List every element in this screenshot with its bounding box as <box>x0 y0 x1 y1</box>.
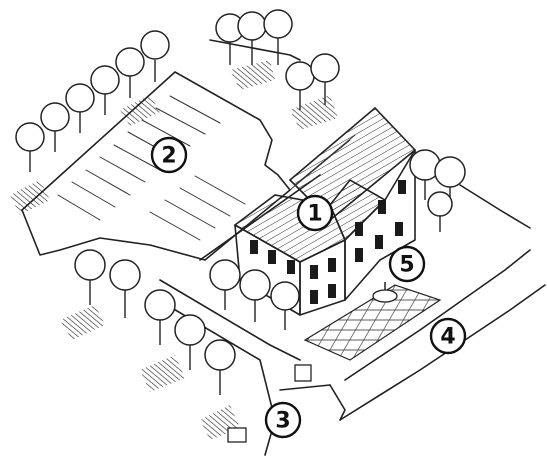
tree <box>74 249 106 305</box>
tree <box>239 269 271 322</box>
tree <box>174 314 206 370</box>
tree <box>109 259 141 318</box>
tree <box>115 47 145 98</box>
building <box>233 106 417 316</box>
tree <box>209 259 241 310</box>
site-structures <box>227 364 312 443</box>
tree <box>65 83 95 133</box>
tree <box>40 102 70 152</box>
tree <box>140 30 170 82</box>
callout-5: 5 <box>388 245 426 283</box>
tree <box>237 11 267 65</box>
courtyard <box>303 282 442 361</box>
road-network <box>149 39 546 456</box>
callout-1-label: 1 <box>307 202 322 227</box>
callout-5-label: 5 <box>399 253 414 278</box>
callout-2: 2 <box>150 136 188 174</box>
tree <box>427 191 453 232</box>
tree-shadows <box>10 60 338 440</box>
callout-4: 4 <box>429 317 467 355</box>
tree <box>215 13 245 65</box>
tree <box>144 289 176 345</box>
tree <box>263 9 293 65</box>
tree <box>15 122 45 172</box>
tree-group <box>15 9 466 395</box>
callout-3: 3 <box>264 401 302 439</box>
tree <box>90 65 120 115</box>
callout-3-label: 3 <box>275 409 290 434</box>
callout-2-label: 2 <box>161 144 176 169</box>
callout-4-label: 4 <box>440 325 455 350</box>
callout-1: 1 <box>296 194 334 232</box>
fountain <box>372 289 398 303</box>
tree <box>270 281 300 330</box>
tree <box>204 339 236 395</box>
